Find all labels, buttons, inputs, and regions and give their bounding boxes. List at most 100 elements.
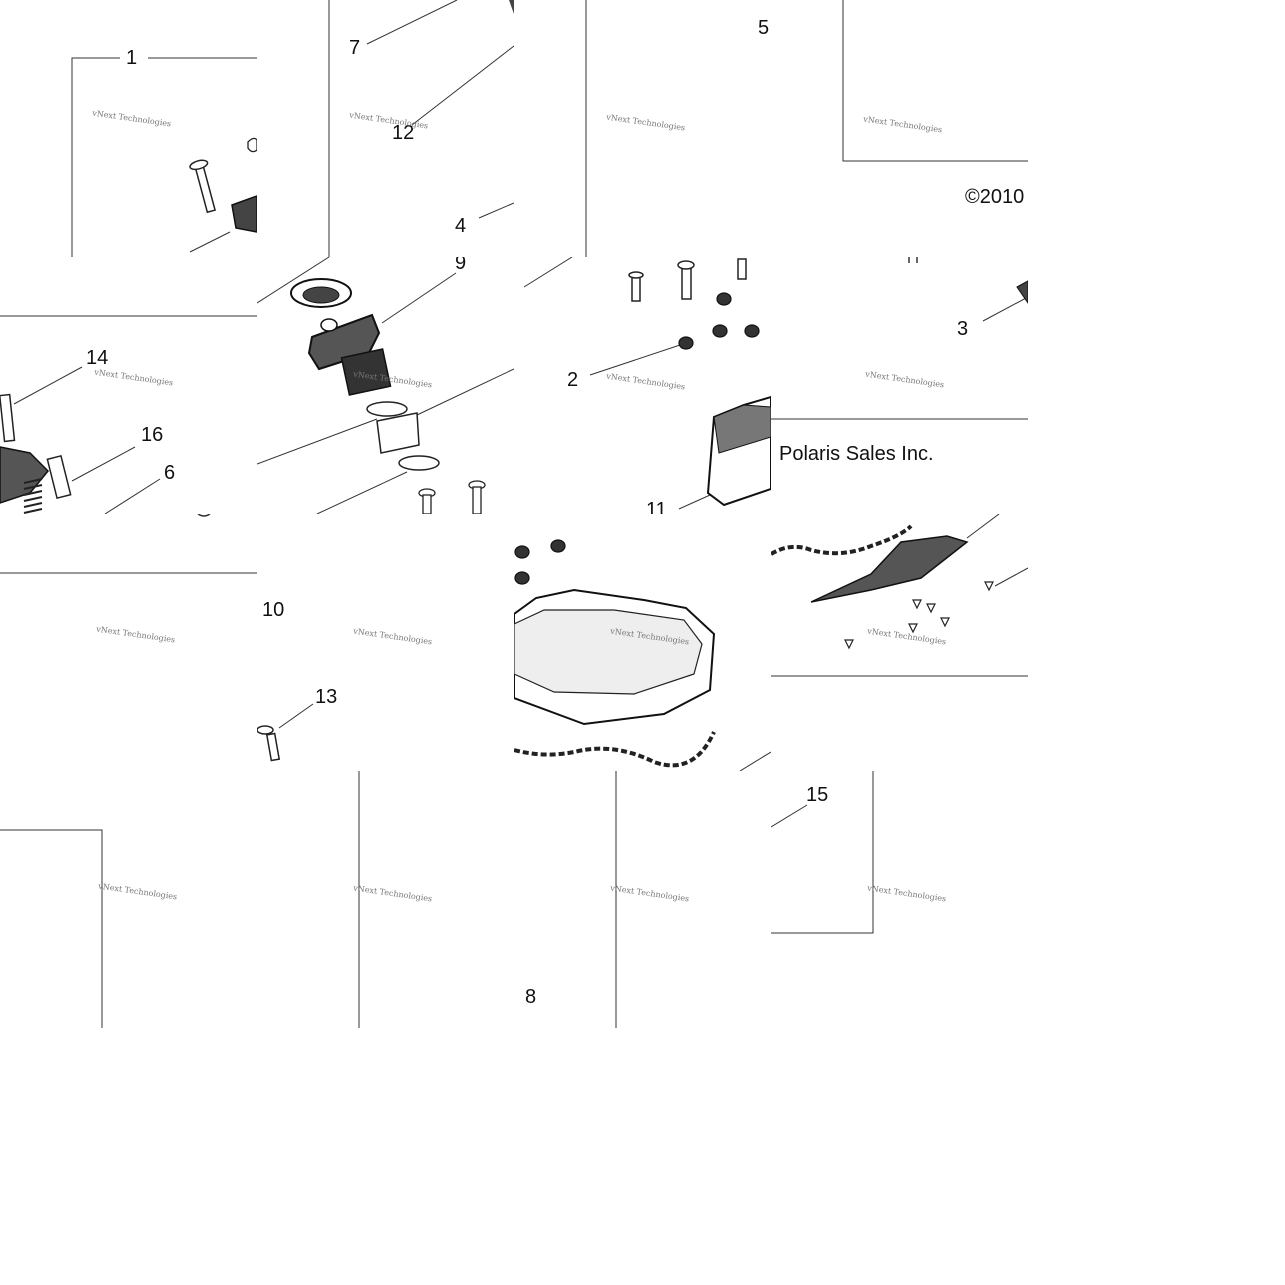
callout-7: 7 (349, 37, 361, 59)
bolt-row-parts (628, 258, 747, 302)
tile-r2-c2-art (514, 539, 771, 771)
copyright-year: ©2010 (965, 186, 1025, 208)
bracket-line-1 (71, 57, 120, 257)
valve-stem-part (0, 393, 16, 443)
seal-ring-inner (302, 286, 340, 304)
callout-9: 9 (455, 257, 467, 274)
bracket-line-15 (771, 771, 874, 934)
housing-cap (320, 318, 338, 332)
spring-part (23, 478, 43, 514)
bolt-parts (418, 480, 486, 514)
gasket-part (514, 731, 716, 768)
sleeve-part (376, 412, 420, 454)
leader-line-12 (411, 45, 514, 126)
valve-spring-seat-part (231, 195, 257, 233)
callout-14: 14 (86, 347, 109, 369)
callout-3: 3 (957, 318, 969, 340)
leader-line-15 (771, 804, 808, 828)
bolt-part (257, 725, 281, 762)
tile-r0-c1-art (328, 0, 514, 257)
tile-r3-c1: vNext Technologies (257, 771, 514, 1028)
grommet-parts (678, 292, 760, 350)
leader-line (189, 231, 231, 253)
tile-r0-c2-art (585, 0, 587, 257)
tile-r3-c0-art (0, 829, 103, 1028)
leader-line-3 (982, 296, 1028, 322)
o-ring-part-2 (398, 455, 440, 471)
tile-r3-c2: 8 vNext Technologies (514, 771, 771, 1028)
tile-r0-c0: 1 vNext Technologies (0, 0, 257, 257)
tile-r0-c3-art (842, 0, 1028, 162)
valve-part (189, 159, 216, 214)
tile-r0-c0-art (71, 57, 257, 257)
leader-line-4 (478, 202, 514, 219)
callout-12: 12 (392, 122, 415, 144)
filter-body-part (340, 348, 392, 396)
tile-r2-c3-art (771, 514, 1028, 677)
rocker-part (0, 446, 50, 504)
bracket-line-8 (0, 829, 103, 1028)
valve-cover-top (514, 609, 703, 695)
callout-2: 2 (567, 369, 579, 391)
part-edge (1016, 280, 1028, 304)
callout-13: 13 (315, 686, 338, 708)
callout-6: 6 (164, 462, 176, 484)
tile-r3-c0: vNext Technologies (0, 771, 257, 1028)
part-edge (197, 514, 211, 517)
callout-1: 1 (126, 47, 138, 69)
tile-r1-c1-art (257, 257, 514, 514)
small-part (247, 137, 257, 153)
leader-line (994, 567, 1028, 587)
cover-shading (713, 404, 771, 454)
tile-r1-c1: 9 vNext Technologies (257, 257, 514, 514)
tile-r0-c2: 5 vNext Technologies (514, 0, 771, 257)
callout-8: 8 (525, 986, 537, 1008)
tile-r2-c0: vNext Technologies (0, 514, 257, 771)
bracket-line (257, 257, 330, 304)
callout-5: 5 (758, 17, 770, 39)
tile-r1-c2: 2 11 vNext Technologies (514, 257, 771, 514)
leader-line-13 (278, 703, 314, 729)
tile-r1-c2-art (523, 257, 771, 510)
tile-r1-c0: 14 16 6 vNext Technologies (0, 257, 257, 514)
o-ring-part (366, 401, 408, 417)
callout-4: 4 (455, 215, 467, 237)
leader-line (416, 368, 514, 416)
leader-line (966, 514, 1000, 539)
part-edge (509, 0, 514, 14)
gasket-plate-part (810, 535, 969, 603)
bracket-line (523, 257, 573, 288)
copyright-owner: Polaris Sales Inc. (779, 443, 934, 465)
tile-r3-c2-art (615, 771, 617, 1028)
leader-line-14 (13, 366, 83, 405)
screw-parts (844, 581, 994, 650)
tile-r1-c3-art (771, 257, 1028, 420)
tile-r3-c3-art (771, 771, 874, 934)
tile-r2-c1-art (257, 703, 314, 762)
callout-10: 10 (262, 599, 285, 621)
tile-r2-c2: vNext Technologies (514, 514, 771, 771)
leader-line-16 (71, 446, 136, 482)
tile-r2-c1: 10 13 vNext Technologies (257, 514, 514, 771)
leader-line (739, 751, 771, 771)
pin-part (46, 454, 72, 500)
callout-16: 16 (141, 424, 164, 446)
leader-line-7 (366, 0, 458, 45)
leader-line (257, 418, 378, 465)
gasket-part (771, 524, 913, 556)
tile-r0-c1: 7 12 4 vNext Technologies (257, 0, 514, 257)
tile-r2-c0-art (0, 514, 257, 574)
part-edge (908, 257, 918, 263)
grommet-parts (514, 539, 566, 585)
callout-11: 11 (646, 499, 667, 514)
leader-line-2 (589, 342, 687, 376)
tile-r1-c0-art (0, 315, 257, 514)
callout-15: 15 (806, 784, 829, 806)
tile-r2-c3: vNext Technologies (771, 514, 1028, 771)
leader-line (316, 471, 408, 514)
tile-r3-c1-art (358, 771, 360, 1028)
tile-r3-c3: 15 vNext Technologies (771, 771, 1028, 1028)
leader-line-6 (104, 478, 161, 514)
leader-line-9 (381, 272, 457, 324)
